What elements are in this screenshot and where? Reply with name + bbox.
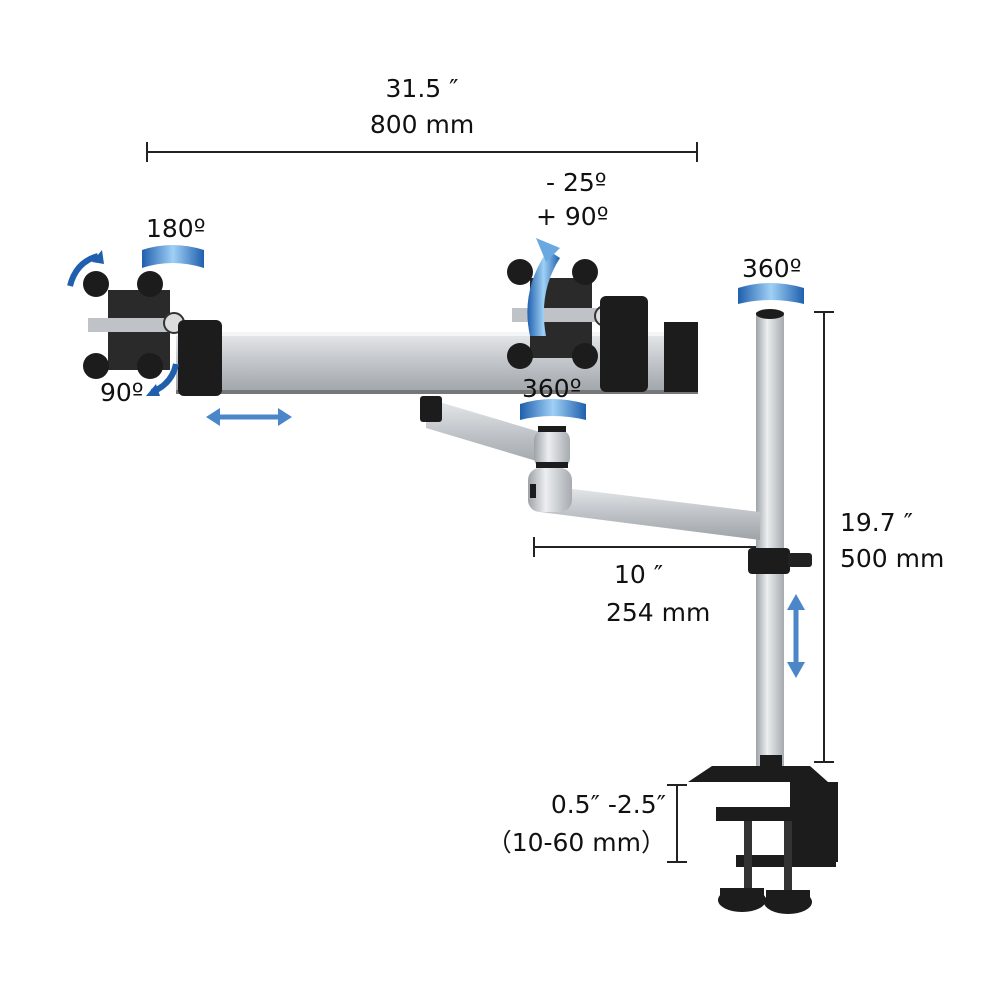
left-rotate-arrow-icon <box>67 250 179 396</box>
tilt-minus-label: - 25º <box>546 168 607 197</box>
right-tilt-arrow-icon <box>527 238 560 336</box>
pole-swivel-label: 360º <box>742 254 802 283</box>
vertical-pole <box>748 309 812 772</box>
arm-span-inches-label: 31.5 ″ <box>385 74 459 103</box>
pole-swivel-arrow-icon <box>738 283 804 304</box>
joint-swivel-label: 360º <box>522 374 582 403</box>
slide-arrow-icon <box>206 408 292 426</box>
height-adjust-arrow-icon <box>787 594 805 678</box>
left-rotate-label: 90º <box>100 378 144 407</box>
lower-arm <box>528 468 760 540</box>
joint-swivel-arrow-icon <box>520 399 586 420</box>
desk-clamp <box>688 755 838 914</box>
arm-extension-mm-label: 254 mm <box>606 598 711 627</box>
left-swivel-label: 180º <box>146 214 206 243</box>
clamp-range-inches-label: 0.5″ -2.5″ <box>550 790 666 819</box>
arm-span-mm-label: 800 mm <box>369 110 475 139</box>
pole-height-inches-label: 19.7 ″ <box>840 508 913 537</box>
upper-arm <box>420 396 570 468</box>
left-swivel-arrow-icon <box>142 245 204 268</box>
clamp-range-mm-label: （10-60 mm） <box>486 828 666 857</box>
dimension-line-arm-extension <box>533 537 768 557</box>
dimension-line-pole-height <box>814 311 834 763</box>
pole-height-mm-label: 500 mm <box>840 544 945 573</box>
tilt-plus-label: + 90º <box>536 202 609 231</box>
left-vesa-mount <box>83 271 222 396</box>
arm-extension-inches-label: 10 ″ <box>614 560 664 589</box>
dimension-line-arm-span <box>146 142 698 162</box>
dimension-line-clamp-range <box>667 784 687 863</box>
